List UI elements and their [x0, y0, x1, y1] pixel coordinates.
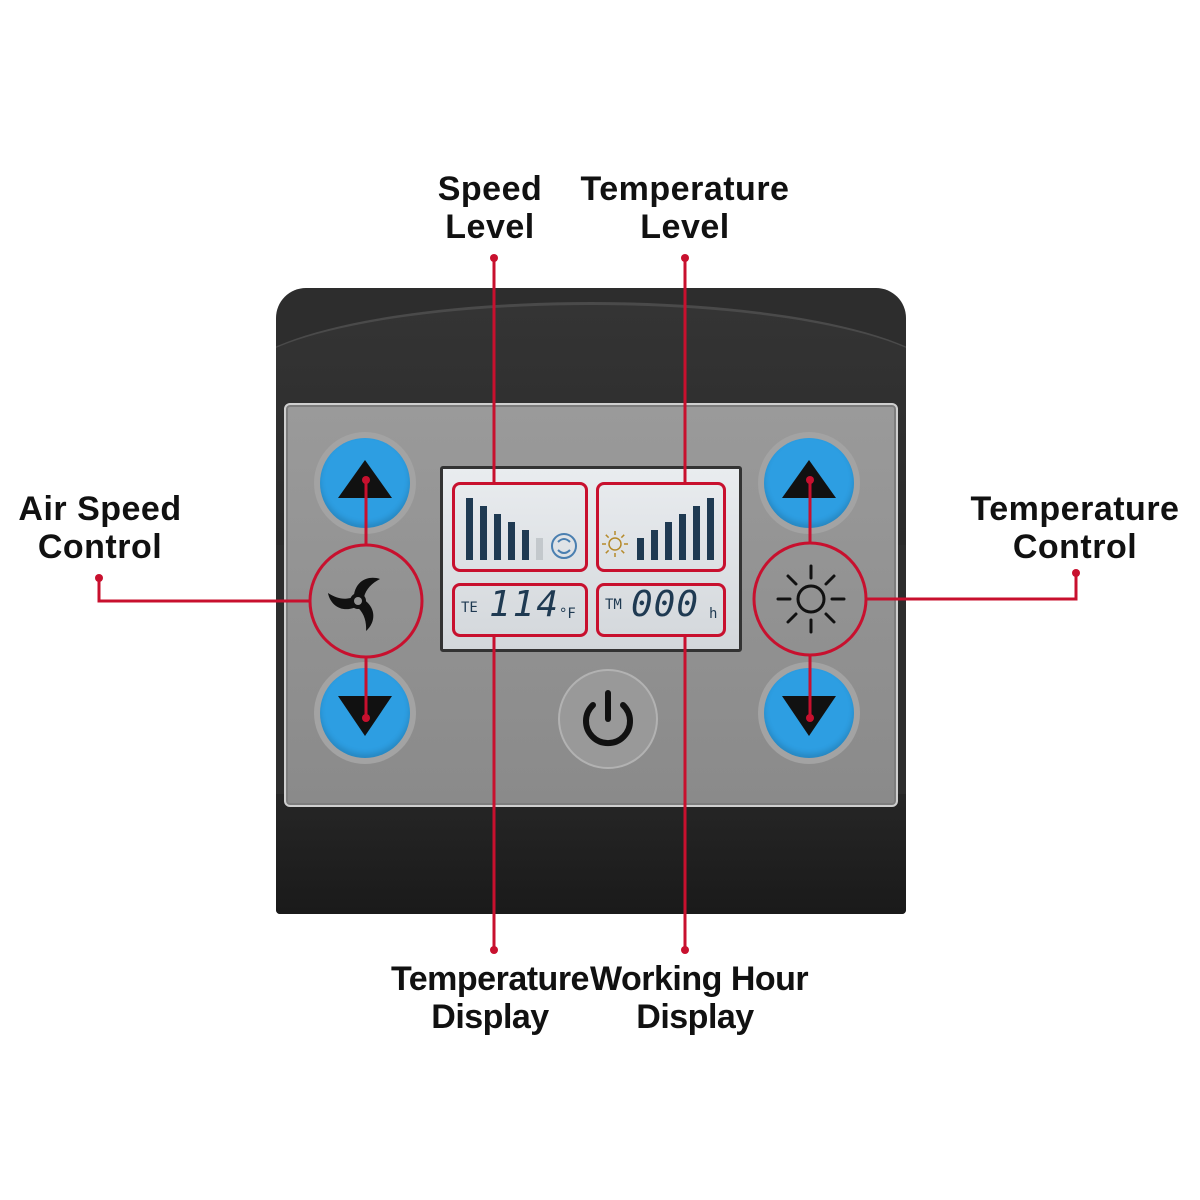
hours-value: 000: [631, 584, 700, 625]
triangle-up-icon: [338, 460, 392, 498]
temperature-up-button[interactable]: [764, 438, 854, 528]
power-icon: [583, 690, 633, 747]
temperature-display-label-line1: Temperature: [391, 960, 589, 998]
fan-icon: [327, 577, 380, 632]
hours-prefix: TM: [605, 597, 622, 613]
temperature-level-label-line1: Temperature: [580, 170, 790, 208]
temperature-bars: [602, 498, 714, 560]
temperature-readout: TE 114 °F: [455, 584, 589, 632]
temperature-level-callout-box: [596, 482, 726, 572]
housing-base: [276, 794, 906, 914]
sun-icon: [776, 564, 846, 634]
temperature-bar: [665, 522, 672, 560]
temperature-level-label: Temperature Level: [560, 170, 810, 246]
speed-level-display: [452, 482, 588, 570]
temperature-prefix: TE: [461, 600, 478, 616]
temperature-display-callout-box: [452, 583, 588, 637]
temperature-unit: °F: [559, 606, 576, 622]
working-hour-callout-box: [596, 583, 726, 637]
working-hour-display-label-line2: Display: [636, 998, 754, 1036]
temperature-down-button[interactable]: [764, 668, 854, 758]
temperature-bar: [679, 514, 686, 560]
temperature-bar: [693, 506, 700, 560]
speed-bar: [480, 506, 487, 560]
speed-level-label-line1: Speed: [437, 170, 543, 208]
temperature-bar: [637, 538, 644, 560]
speed-bar: [522, 530, 529, 560]
speed-bar: [508, 522, 515, 560]
speed-bar: [536, 538, 543, 560]
working-hour-display-label-line1: Working Hour: [590, 960, 809, 998]
temperature-bar: [651, 530, 658, 560]
speed-level-label-line2: Level: [445, 208, 535, 246]
temperature-bar: [707, 498, 714, 560]
sun-button[interactable]: [766, 554, 856, 644]
hours-unit: h: [709, 606, 718, 622]
temperature-level-display: [597, 482, 725, 570]
temperature-display-label: Temperature Display: [385, 960, 595, 1036]
temperature-value: 114: [489, 584, 561, 625]
lcd-screen: [440, 466, 742, 652]
speed-bars: [466, 498, 577, 560]
temperature-control-label-line1: Temperature: [970, 490, 1180, 528]
triangle-down-icon: [338, 696, 392, 736]
air-speed-control-label-line2: Control: [37, 528, 163, 566]
speed-level-callout-box: [452, 482, 588, 572]
working-hour-readout: TM 000 h: [597, 584, 725, 632]
triangle-down-icon: [782, 696, 836, 736]
speed-bar: [466, 498, 473, 560]
speed-bar: [494, 514, 501, 560]
temperature-control-label: Temperature Control: [955, 490, 1195, 566]
temperature-display-label-line2: Display: [431, 998, 549, 1036]
air-speed-control-label-line1: Air Speed: [18, 490, 182, 528]
working-hour-display-label: Working Hour Display: [590, 960, 809, 1036]
fan-small-icon: [551, 533, 577, 559]
sun-small-icon: [602, 531, 628, 557]
temperature-level-label-line2: Level: [640, 208, 730, 246]
air-speed-control-label: Air Speed Control: [0, 490, 200, 566]
temperature-control-label-line2: Control: [1012, 528, 1138, 566]
air-speed-up-button[interactable]: [320, 438, 410, 528]
speed-level-label: Speed Level: [405, 170, 575, 246]
triangle-up-icon: [782, 460, 836, 498]
air-speed-down-button[interactable]: [320, 668, 410, 758]
power-button[interactable]: [560, 671, 656, 767]
fan-button[interactable]: [313, 556, 403, 646]
